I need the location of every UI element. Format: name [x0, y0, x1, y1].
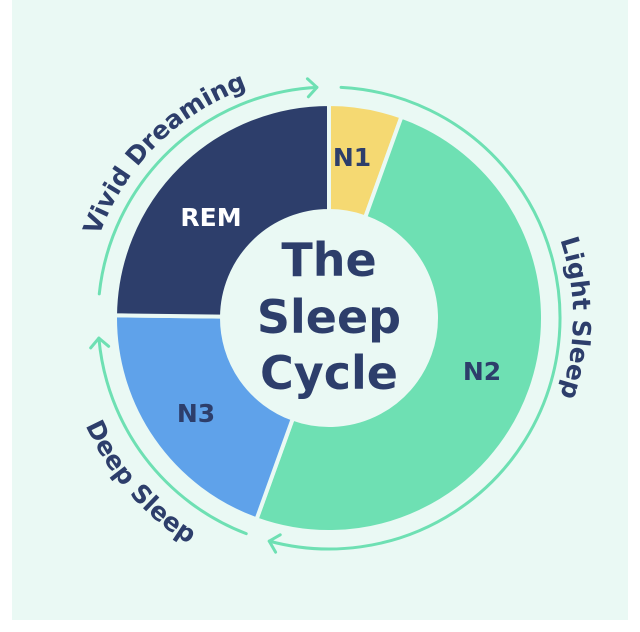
- arrowhead-icon: [267, 533, 282, 554]
- segment-label-n3: N3: [177, 399, 215, 428]
- deep-sleep-arrow-line: [97, 336, 248, 536]
- arrowhead-icon: [89, 336, 111, 350]
- title-line-1: The: [281, 233, 376, 287]
- segment-n2: [253, 114, 545, 534]
- title-line-3: Cycle: [260, 346, 398, 400]
- segment-label-n2: N2: [463, 357, 501, 386]
- segment-rem: [112, 101, 331, 319]
- segment-label-n1: N1: [333, 143, 371, 172]
- segment-n3: [113, 313, 296, 522]
- vivid-dreaming-arrow-line: [97, 85, 319, 296]
- arrowhead-icon: [305, 77, 319, 99]
- segment-label-rem: REM: [180, 203, 241, 232]
- light-sleep-arrow-line: [267, 85, 562, 551]
- title-line-2: Sleep: [257, 290, 401, 344]
- cycle-arrows: [89, 77, 562, 554]
- segments: [112, 101, 545, 534]
